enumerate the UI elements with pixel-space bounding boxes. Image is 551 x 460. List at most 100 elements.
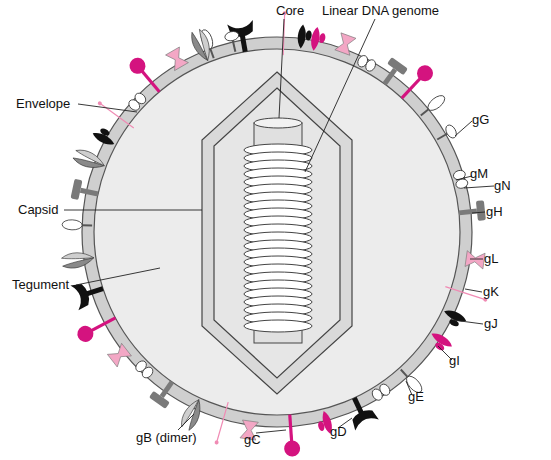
- glycoprotein-spike: [91, 125, 119, 149]
- glycoprotein-part: [82, 224, 92, 226]
- tegument-area: [94, 49, 460, 415]
- dna-turn: [244, 320, 312, 332]
- leader-line: [455, 121, 472, 136]
- envelope-inner-edge: [94, 49, 460, 415]
- part-label: gC: [244, 432, 261, 447]
- glycoprotein-spike: [107, 343, 131, 367]
- glycoprotein-part: [400, 369, 408, 378]
- glycoprotein-part: [370, 387, 384, 402]
- glycoprotein-spike: [426, 330, 454, 355]
- glycoprotein-part: [284, 440, 301, 457]
- leader-line: [305, 19, 375, 172]
- part-label: gG: [472, 112, 489, 127]
- leader-line: [64, 210, 202, 211]
- glycoprotein-part: [179, 396, 199, 428]
- glycoprotein-spike: [189, 28, 215, 63]
- glycoprotein-spike: [70, 179, 100, 204]
- glycoprotein-part: [80, 188, 99, 197]
- glycoprotein-part: [305, 30, 312, 41]
- part-label: Envelope: [16, 96, 70, 111]
- glycoprotein-spike: [396, 62, 436, 104]
- glycoprotein-part: [97, 100, 103, 106]
- glycoprotein-spike: [214, 402, 230, 445]
- glycoprotein-spike: [72, 147, 107, 172]
- glycoprotein-spike: [296, 24, 313, 50]
- glycoprotein-spike: [62, 219, 92, 230]
- glycoprotein-part: [196, 28, 215, 60]
- leader-line: [456, 176, 472, 180]
- core-top: [254, 118, 302, 128]
- glycoprotein-spike: [70, 276, 107, 310]
- glycoprotein-part: [476, 200, 486, 221]
- glycoprotein-part: [444, 123, 459, 140]
- glycoprotein-spike: [282, 414, 301, 457]
- glycoprotein-part: [214, 440, 219, 445]
- glycoprotein-spike: [418, 93, 448, 120]
- dna-coil: [244, 144, 312, 332]
- leader-line: [78, 104, 137, 112]
- glycoprotein-spike: [465, 251, 485, 269]
- glycoprotein-part: [232, 40, 237, 52]
- glycoprotein-spike: [166, 47, 189, 71]
- glycoprotein-spike: [440, 307, 468, 330]
- capsid-inner: [214, 88, 340, 378]
- glycoprotein-spike: [126, 55, 165, 97]
- envelope-outer-edge: [82, 37, 472, 427]
- glycoprotein-part: [70, 281, 92, 310]
- leader-line: [470, 259, 483, 260]
- part-label: Core: [276, 3, 304, 18]
- glycoprotein-part: [160, 380, 174, 398]
- leader-line: [76, 268, 160, 285]
- glycoprotein-spike: [445, 285, 488, 302]
- glycoprotein-spike: [75, 311, 120, 345]
- glycoprotein-part: [318, 33, 326, 44]
- part-label: gN: [494, 178, 511, 193]
- leader-line: [465, 289, 482, 292]
- part-label: gM: [470, 166, 488, 181]
- glycoprotein-spike: [458, 200, 486, 223]
- glycoprotein-spike: [179, 396, 206, 431]
- glycoprotein-spike: [127, 91, 148, 112]
- glycoprotein-spike: [356, 54, 378, 73]
- glycoprotein-spike: [376, 57, 407, 90]
- glycoprotein-part: [383, 68, 398, 86]
- glycoprotein-part: [134, 359, 149, 374]
- part-label: gL: [484, 251, 498, 266]
- glycoprotein-layer: [61, 11, 488, 457]
- part-label: gI: [449, 353, 460, 368]
- glycoprotein-part: [224, 30, 240, 42]
- leader-line: [472, 212, 485, 213]
- glycoprotein-part: [100, 103, 134, 128]
- glycoprotein-part: [414, 62, 437, 85]
- glycoprotein-spike: [149, 376, 180, 409]
- glycoprotein-part: [75, 323, 97, 345]
- part-label: gE: [408, 389, 424, 404]
- glycoprotein-spike: [370, 382, 392, 402]
- glycoprotein-spike: [335, 33, 356, 55]
- part-label: gH: [486, 204, 503, 219]
- capsid-outer: [202, 72, 352, 394]
- glycoprotein-part: [437, 133, 448, 141]
- part-label: Linear DNA genome: [322, 3, 439, 18]
- glycoprotein-part: [335, 33, 356, 55]
- glycoprotein-part: [209, 48, 214, 58]
- glycoprotein-part: [448, 318, 460, 328]
- glycoprotein-part: [387, 57, 408, 75]
- glycoprotein-part: [99, 127, 111, 137]
- glycoprotein-part: [364, 58, 378, 73]
- leader-line: [279, 19, 284, 118]
- leader-layer: [64, 19, 494, 433]
- leader-line: [464, 186, 494, 188]
- glycoprotein-part: [70, 179, 82, 200]
- glycoprotein-spike: [434, 123, 459, 145]
- glycoprotein-spike: [452, 169, 468, 190]
- glycoprotein-part: [317, 420, 325, 431]
- glycoprotein-part: [62, 258, 95, 270]
- part-label: gJ: [484, 316, 498, 331]
- glycoprotein-part: [133, 91, 148, 106]
- glycoprotein-part: [459, 208, 477, 215]
- part-label: gB (dimer): [136, 430, 197, 445]
